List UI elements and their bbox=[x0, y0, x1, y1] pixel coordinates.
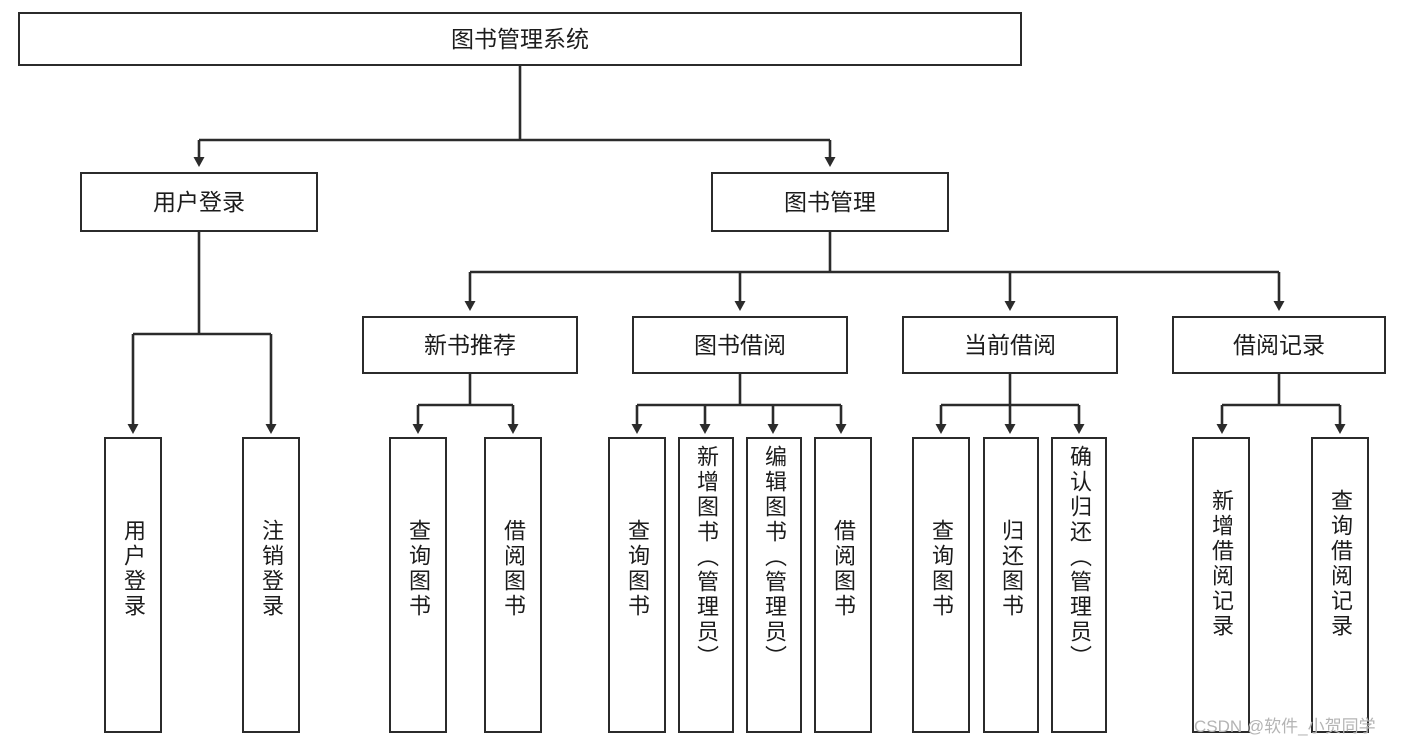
node-leaf-user-login[interactable]: 用户登录 bbox=[104, 437, 162, 733]
node-label: 查询借阅记录 bbox=[1328, 489, 1353, 639]
node-current-borrow[interactable]: 当前借阅 bbox=[902, 316, 1118, 374]
node-root-book-management-system[interactable]: 图书管理系统 bbox=[18, 12, 1022, 66]
node-label: 注销登录 bbox=[259, 519, 284, 619]
node-leaf-add-book[interactable]: 新增图书（管理员） bbox=[678, 437, 734, 733]
node-book-borrow[interactable]: 图书借阅 bbox=[632, 316, 848, 374]
node-leaf-edit-book[interactable]: 编辑图书（管理员） bbox=[746, 437, 802, 733]
node-label: 编辑图书（管理员） bbox=[762, 445, 787, 670]
node-leaf-confirm-return[interactable]: 确认归还（管理员） bbox=[1051, 437, 1107, 733]
node-label: 新增借阅记录 bbox=[1209, 489, 1234, 639]
node-leaf-add-borrow-record[interactable]: 新增借阅记录 bbox=[1192, 437, 1250, 733]
node-label: 归还图书 bbox=[999, 519, 1024, 619]
watermark: CSDN @软件_小贺同学 bbox=[1194, 717, 1376, 736]
node-label: 新增图书（管理员） bbox=[694, 445, 719, 670]
node-label: 查询图书 bbox=[625, 519, 650, 619]
node-label: 当前借阅 bbox=[964, 331, 1056, 358]
node-label: 查询图书 bbox=[929, 519, 954, 619]
node-user-login[interactable]: 用户登录 bbox=[80, 172, 318, 232]
node-label: 借阅图书 bbox=[831, 519, 856, 619]
node-label: 查询图书 bbox=[406, 519, 431, 619]
node-label: 图书管理 bbox=[784, 188, 876, 215]
node-leaf-query-book-1[interactable]: 查询图书 bbox=[389, 437, 447, 733]
node-label: 用户登录 bbox=[153, 188, 245, 215]
node-leaf-logout-login[interactable]: 注销登录 bbox=[242, 437, 300, 733]
node-label: 借阅图书 bbox=[501, 519, 526, 619]
node-label: 图书管理系统 bbox=[451, 25, 589, 52]
node-label: 用户登录 bbox=[121, 519, 146, 619]
node-leaf-query-borrow-record[interactable]: 查询借阅记录 bbox=[1311, 437, 1369, 733]
node-label: 确认归还（管理员） bbox=[1067, 445, 1092, 670]
node-leaf-query-book-3[interactable]: 查询图书 bbox=[912, 437, 970, 733]
node-label: 新书推荐 bbox=[424, 331, 516, 358]
node-leaf-query-book-2[interactable]: 查询图书 bbox=[608, 437, 666, 733]
node-leaf-return-book[interactable]: 归还图书 bbox=[983, 437, 1039, 733]
node-book-management[interactable]: 图书管理 bbox=[711, 172, 949, 232]
node-new-book-recommend[interactable]: 新书推荐 bbox=[362, 316, 578, 374]
node-borrow-record[interactable]: 借阅记录 bbox=[1172, 316, 1386, 374]
node-leaf-borrow-book-1[interactable]: 借阅图书 bbox=[484, 437, 542, 733]
node-label: 借阅记录 bbox=[1233, 331, 1325, 358]
node-leaf-borrow-book-2[interactable]: 借阅图书 bbox=[814, 437, 872, 733]
node-label: 图书借阅 bbox=[694, 331, 786, 358]
